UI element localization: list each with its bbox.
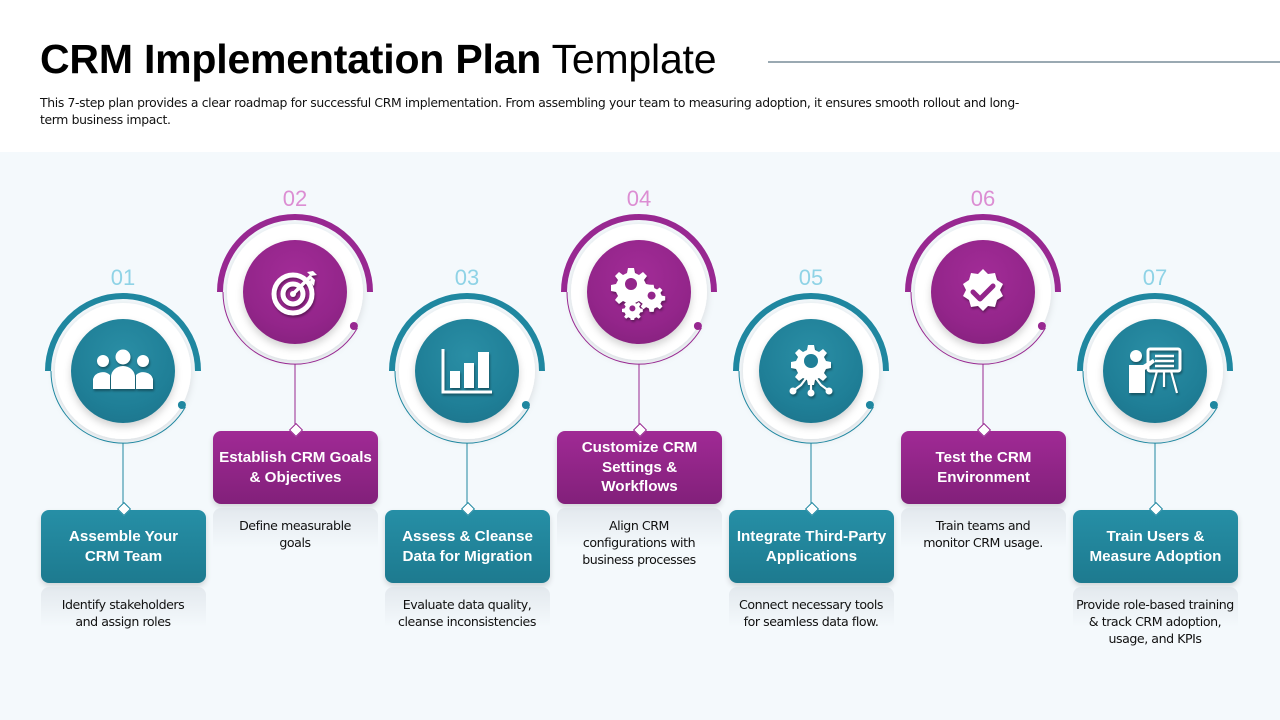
- step-title-box: Customize CRM Settings & Workflows: [557, 422, 722, 504]
- step-description: Provide role-based training & track CRM …: [1076, 597, 1234, 646]
- step-icon-disc: [1103, 319, 1207, 423]
- step-number: 03: [454, 265, 480, 290]
- step-number: 05: [798, 265, 824, 290]
- box-reflection: [213, 508, 378, 548]
- step-description: Align CRM configurations with business p…: [582, 518, 696, 567]
- step-title: Establish CRM Goals & Objectives: [219, 449, 372, 486]
- page-subtitle: This 7-step plan provides a clear roadma…: [40, 95, 1019, 127]
- bar-chart-icon: [440, 347, 494, 395]
- step-title: Test the CRM Environment: [935, 449, 1032, 486]
- step-number: 04: [626, 186, 652, 211]
- step-title: Assemble Your CRM Team: [68, 528, 179, 565]
- step-icon-disc: [415, 319, 519, 423]
- step-icon-disc: [931, 240, 1035, 344]
- step-description: Train teams and monitor CRM usage.: [923, 518, 1043, 550]
- step-number: 02: [282, 186, 308, 211]
- gears-icon: [611, 264, 667, 320]
- title-light: Template: [551, 36, 717, 82]
- page-title: CRM Implementation Plan Template: [40, 36, 717, 83]
- step-icon-disc: [759, 319, 863, 423]
- step-title-box: Establish CRM Goals & Objectives: [213, 422, 378, 504]
- box-reflection: [729, 587, 894, 627]
- step-number: 07: [1142, 265, 1168, 290]
- box-reflection: [901, 508, 1066, 548]
- team-icon: [92, 349, 154, 393]
- step-title-box: Train Users & Measure Adoption: [1073, 501, 1238, 583]
- step-title: Customize CRM Settings & Workflows: [581, 439, 698, 496]
- step-title: Integrate Third-Party Applications: [736, 528, 887, 565]
- step-title-box: Integrate Third-Party Applications: [729, 501, 894, 583]
- step-description: Identify stakeholders and assign roles: [61, 597, 185, 629]
- step-title: Train Users & Measure Adoption: [1089, 528, 1222, 565]
- step-title-box: Assemble Your CRM Team: [41, 501, 206, 583]
- box-reflection: [385, 587, 550, 627]
- box-reflection: [557, 508, 722, 548]
- step-number: 01: [110, 265, 136, 290]
- step-icon-disc: [587, 240, 691, 344]
- step-title-box: Test the CRM Environment: [901, 422, 1066, 504]
- verified-badge-icon: [958, 267, 1008, 317]
- box-reflection: [41, 587, 206, 627]
- presentation-icon: [1127, 347, 1183, 395]
- step-description: Define measurable goals: [239, 518, 351, 550]
- step-description: Connect necessary tools for seamless dat…: [738, 597, 883, 629]
- step-title-box: Assess & Cleanse Data for Migration: [385, 501, 550, 583]
- step-icon-disc: [243, 240, 347, 344]
- target-icon: [269, 266, 321, 318]
- step-description: Evaluate data quality, cleanse inconsist…: [398, 597, 536, 629]
- step-number: 06: [970, 186, 996, 211]
- step-title: Assess & Cleanse Data for Migration: [402, 528, 533, 565]
- title-bold: CRM Implementation Plan: [40, 36, 542, 82]
- title-divider: [768, 61, 1280, 63]
- step-icon-disc: [71, 319, 175, 423]
- integration-gear-icon: [787, 343, 835, 399]
- box-reflection: [1073, 587, 1238, 627]
